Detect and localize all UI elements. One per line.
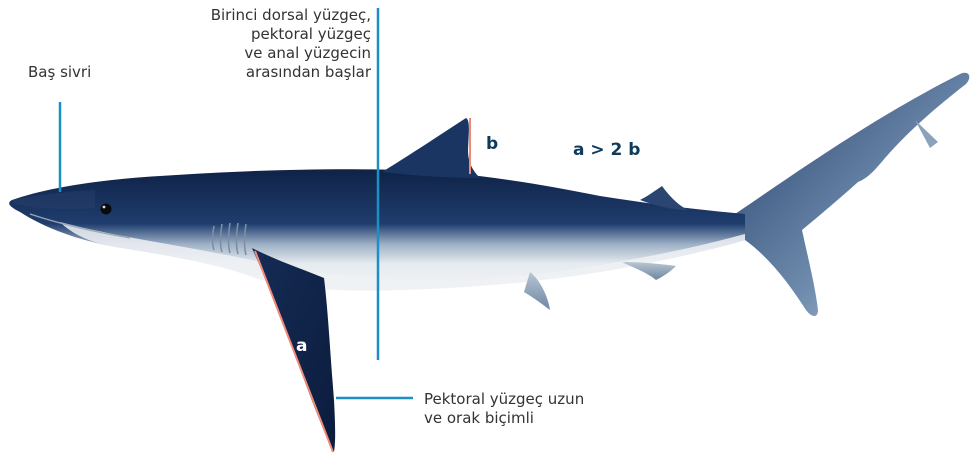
dorsal-label-line-3: ve anal yüzgecin (150, 44, 371, 63)
caudal-fin-notch (915, 120, 938, 148)
relation-label: a > 2 b (573, 140, 640, 160)
eye (101, 204, 112, 215)
dorsal-label-line-4: arasından başlar (150, 63, 371, 82)
pectoral-label-line-2: ve orak biçimli (424, 409, 584, 428)
head-label: Baş sivri (28, 63, 91, 82)
dorsal-label-line-2: pektoral yüzgeç (150, 25, 371, 44)
pectoral-fin-label: Pektoral yüzgeç uzun ve orak biçimli (424, 390, 584, 428)
first-dorsal-fin (382, 118, 480, 178)
head-label-text: Baş sivri (28, 63, 91, 82)
eye-highlight (103, 206, 106, 209)
measure-b-label: b (486, 134, 498, 154)
pectoral-label-line-1: Pektoral yüzgeç uzun (424, 390, 584, 409)
caudal-fin (735, 73, 969, 316)
dorsal-label-line-1: Birinci dorsal yüzgeç, (150, 6, 371, 25)
anal-fin (622, 262, 676, 280)
measure-a-label: a (296, 336, 307, 356)
dorsal-fin-label: Birinci dorsal yüzgeç, pektoral yüzgeç v… (150, 6, 371, 82)
